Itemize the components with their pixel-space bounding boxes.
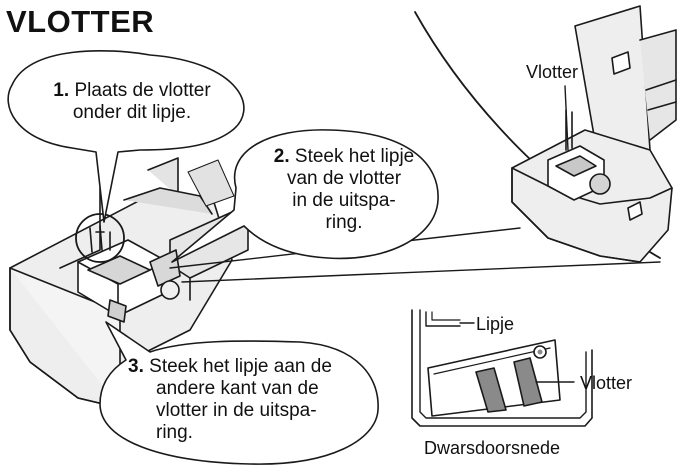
step-3-line-2: andere kant van de [156, 378, 319, 399]
step-3-text: 3. Steek het lipje aan de andere kant va… [128, 356, 378, 444]
page-title: VLOTTER [6, 4, 155, 39]
bubble-1-shape [7, 50, 245, 223]
vlotter-top-pointer [564, 85, 569, 151]
step-2-text: 2. Steek het lipje van de vlotter in de … [254, 146, 434, 234]
step-1-line-1: Plaats de vlotter [74, 80, 211, 101]
tray-illustration [9, 157, 249, 409]
label-vlotter-top: Vlotter [526, 62, 579, 82]
label-vlotter-section: Vlotter [580, 373, 633, 393]
cross-section [411, 309, 593, 427]
step-2-line-1: Steek het lipje [294, 146, 415, 167]
zoom-line-2 [181, 261, 661, 283]
step-1-number: 1. [53, 80, 70, 101]
label-cross-section: Dwarsdoorsnede [424, 438, 561, 458]
bubble-3-shape [99, 321, 379, 465]
step-2-line-4: ring. [325, 212, 363, 233]
bubble-2-shape [171, 129, 439, 263]
step-2-number: 2. [273, 146, 290, 167]
step-1-line-2: onder dit lipje. [72, 102, 192, 123]
step-3-line-3: vlotter in de uitspa- [156, 400, 317, 421]
step-3-line-4: ring. [156, 422, 193, 443]
label-lipje: Lipje [476, 314, 515, 334]
step-1-text: 1. Plaats de vlotter onder dit lipje. [40, 80, 224, 124]
inset-tray [511, 5, 677, 263]
step-2-line-3: in de uitspa- [292, 190, 396, 211]
step-3-line-1: Steek het lipje aan de [149, 356, 332, 377]
step-2-line-2: van de vlotter [286, 168, 402, 189]
step-3-number: 3. [128, 356, 144, 377]
